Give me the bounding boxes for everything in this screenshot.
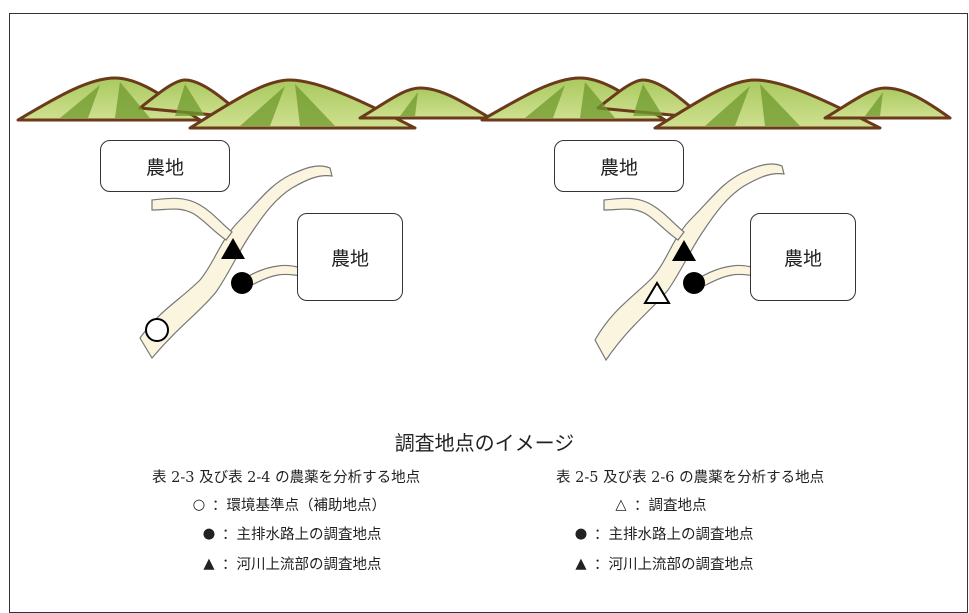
legend-text: ：主排水路上の調査地点 (222, 527, 382, 543)
legend-item-right-2: ● ：主排水路上の調査地点 (572, 523, 754, 544)
legend-heading-left: 表 2-3 及び表 2-4 の農薬を分析する地点 (152, 470, 421, 486)
farmland-box-right-bottom: 農地 (750, 213, 856, 301)
farmland-label: 農地 (145, 156, 184, 179)
open-circle-icon: ○ (192, 496, 206, 513)
farmland-box-left-top: 農地 (100, 140, 230, 192)
upstream-river-marker-right (672, 240, 696, 261)
legend-text: ：河川上流部の調査地点 (222, 557, 382, 573)
farmland-label: 農地 (783, 247, 822, 270)
legend-text: ：環境基準点（補助地点） (212, 498, 386, 514)
legend-text: ：河川上流部の調査地点 (594, 557, 754, 573)
filled-circle-icon: ● (202, 525, 216, 542)
mountain-shading-left (60, 82, 418, 126)
filled-triangle-icon: ▲ (203, 555, 215, 572)
legend-item-left-1: ○ ：環境基準点（補助地点） (190, 494, 386, 515)
river-right (594, 163, 785, 362)
legend-item-right-3: ▲ ：河川上流部の調査地点 (572, 553, 754, 574)
landscape-illustration (16, 76, 952, 362)
farmland-label: 農地 (599, 156, 638, 179)
environmental-standard-point-marker (145, 318, 169, 342)
farmland-label: 農地 (330, 247, 369, 270)
legend-text: ：主排水路上の調査地点 (594, 527, 754, 543)
mountain-shading-right (525, 82, 883, 126)
filled-triangle-icon: ▲ (575, 555, 587, 572)
upstream-river-marker-left (221, 238, 245, 259)
filled-circle-icon: ● (574, 525, 588, 542)
main-drain-marker-left (231, 272, 253, 294)
mountains-right (480, 76, 952, 130)
farmland-box-right-top: 農地 (554, 140, 684, 192)
figure-caption: 調査地点のイメージ (394, 431, 575, 455)
legend-item-left-3: ▲ ：河川上流部の調査地点 (200, 553, 382, 574)
open-triangle-icon: △ (615, 496, 627, 513)
legend-item-left-2: ● ：主排水路上の調査地点 (200, 523, 382, 544)
legend-heading-right: 表 2-5 及び表 2-6 の農薬を分析する地点 (556, 470, 825, 486)
survey-point-marker (643, 281, 671, 304)
legend-text: ：調査地点 (634, 498, 707, 514)
main-drain-marker-right (683, 272, 705, 294)
farmland-box-left-bottom: 農地 (297, 213, 403, 301)
legend-item-right-1: △ ：調査地点 (612, 494, 707, 515)
